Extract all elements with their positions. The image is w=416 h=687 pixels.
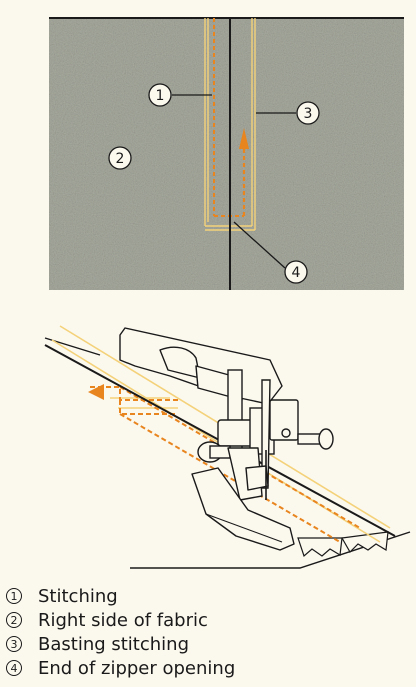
guide-outline-lines: [204, 18, 256, 231]
legend-label: Right side of fabric: [38, 609, 208, 631]
legend-label: Stitching: [38, 585, 118, 607]
fabric-right-side: [49, 18, 404, 290]
adjustment-screw: [269, 399, 334, 450]
presser-foot-illustration: [44, 325, 411, 569]
legend: 1 Stitching 2 Right side of fabric 3 Bas…: [6, 584, 235, 680]
zipper-foot: [191, 447, 295, 551]
legend-item: 3 Basting stitching: [6, 632, 235, 656]
legend-label: End of zipper opening: [38, 657, 236, 679]
machine-head: [119, 327, 283, 405]
callout-4: 4: [284, 260, 308, 284]
zipper-teeth: [297, 531, 389, 558]
callout-2-number: 2: [116, 151, 125, 167]
legend-number: 1: [6, 588, 22, 604]
stitch-direction-arrow: [239, 128, 249, 149]
callout-3: 3: [296, 101, 320, 125]
legend-number: 3: [6, 636, 22, 652]
legend-item: 4 End of zipper opening: [6, 656, 235, 680]
legend-number: 2: [6, 612, 22, 628]
leader-4: [233, 221, 286, 269]
fabric-stitching-diagram: 1 2 3 4: [49, 17, 404, 290]
stitch-direction-arrow-left: [88, 384, 104, 400]
thumb-screw: [197, 441, 231, 463]
callout-2: 2: [108, 146, 132, 170]
callout-3-number: 3: [304, 106, 313, 122]
legend-item: 2 Right side of fabric: [6, 608, 235, 632]
legend-item: 1 Stitching: [6, 584, 235, 608]
legend-label: Basting stitching: [38, 633, 190, 655]
callout-1: 1: [148, 83, 172, 107]
callout-4-number: 4: [292, 265, 301, 281]
callout-1-number: 1: [156, 88, 165, 104]
legend-number: 4: [6, 660, 22, 676]
